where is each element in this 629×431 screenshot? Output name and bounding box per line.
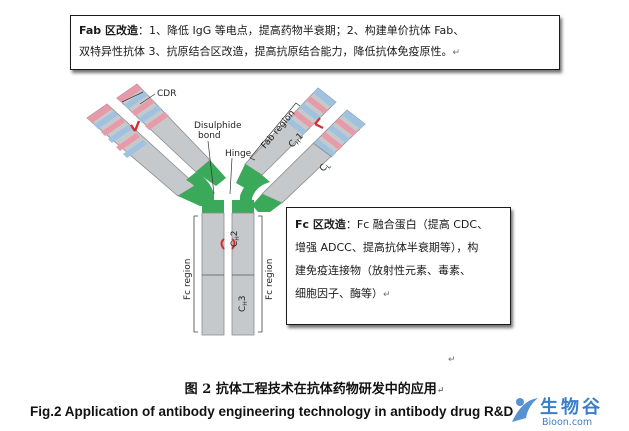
label-ch1: CH1 (287, 131, 306, 150)
fc-paragraph-mark: ↵ (383, 290, 391, 300)
fc-line-4: 细胞因子、酶等）↵ (295, 282, 502, 307)
left-cdr-stripe-5 (116, 133, 140, 151)
left-cdr-stripe-1 (87, 104, 112, 123)
fab-body-2: 双特异性抗体 3、抗原结合区改造，提高抗原结合能力，降低抗体免疫原性。 (79, 45, 453, 58)
right-cdr-stripe-4 (321, 132, 343, 150)
left-cdr-stripe-11 (145, 112, 169, 130)
fc-right-stem (231, 212, 255, 336)
left-cdr-stripe-3 (101, 118, 125, 136)
right-cdr-stripe-10 (285, 117, 307, 135)
label-disulphide-2: bond (198, 131, 221, 141)
label-ch3: CH3 (238, 295, 249, 312)
right-cdr-stripe-2 (335, 118, 357, 136)
left-cdr-stripe-8 (124, 91, 148, 109)
right-cdr-stripe-5 (314, 139, 336, 157)
fc-right-bracket (258, 215, 263, 333)
label-hinge: Hinge (225, 149, 252, 159)
fc-line-3: 建免疫连接物（放射性元素、毒素、 (295, 264, 471, 277)
right-cdr-stripe-7 (306, 96, 328, 114)
fab-region-bracket (249, 102, 301, 161)
leader-lines (121, 91, 301, 195)
right-arm-disulphide (314, 117, 324, 129)
fc-disulphide (220, 238, 236, 250)
fab-line-1: Fab 区改造：1、降低 IgG 等电点，提高药物半衰期；2、构建单价抗体 Fa… (79, 20, 551, 41)
fc-line-1: Fc 区改造：Fc 融合蛋白（提高 CDC、 (295, 213, 502, 236)
label-cdr: CDR (157, 89, 176, 99)
right-arm-divider (312, 142, 333, 158)
fc-left-bracket (193, 215, 198, 333)
right-fab-arm (236, 87, 366, 212)
fab-title: Fab 区改造 (79, 24, 138, 37)
fc-region-brackets (193, 215, 263, 333)
right-hinge-green (252, 194, 282, 212)
fc-left-stem (201, 212, 225, 336)
hinge-region (186, 172, 270, 214)
fc-line-2: 增强 ADCC、提高抗体半衰期等），构 (295, 241, 479, 254)
paragraph-mark: ↵ (448, 355, 456, 365)
fc-title: Fc 区改造 (295, 218, 346, 231)
logo-url: Bioon.com (542, 417, 593, 428)
svg-text:CL: CL (318, 160, 333, 175)
svg-text:CH3: CH3 (238, 295, 249, 312)
fab-body-1: ：1、降低 IgG 等电点，提高药物半衰期；2、构建单价抗体 Fab、 (138, 24, 465, 37)
hinge-left-stem (202, 200, 224, 214)
svg-text:CH2: CH2 (230, 230, 241, 247)
right-cdr-stripe-9 (292, 110, 314, 128)
right-cdr-stripe-1 (342, 110, 365, 129)
figure-caption-chinese: 图 2 抗体工程技术在抗体药物研发中的应用↵ (0, 378, 629, 397)
caption-cn-text: 图 2 抗体工程技术在抗体药物研发中的应用 (184, 382, 437, 397)
label-disulphide-1: Disulphide (194, 121, 242, 131)
svg-text:CH1: CH1 (287, 131, 306, 150)
fc-body-4: 细胞因子、酶等） (295, 287, 383, 300)
cdr-leader (139, 93, 156, 105)
hinge-right-stem (232, 200, 254, 214)
left-cdr-stripe-7 (117, 84, 142, 103)
left-cdr-stripe-2 (94, 111, 118, 129)
figure-caption-english: Fig.2 Application of antibody engineerin… (30, 404, 514, 419)
left-cdr-stripe-4 (108, 125, 132, 143)
right-cdr-stripe-6 (313, 88, 336, 107)
cdr-leader-2 (121, 91, 144, 103)
left-cdr-stripe-10 (138, 105, 162, 123)
fab-paragraph-mark: ↵ (452, 48, 461, 58)
fab-annotation-box: Fab 区改造：1、降低 IgG 等电点，提高药物半衰期；2、构建单价抗体 Fa… (70, 15, 560, 70)
left-cdr-stripe-6 (123, 140, 147, 158)
caption-cn-mark: ↵ (436, 386, 445, 396)
logo-dot (516, 398, 524, 406)
left-arm-disulphide (130, 120, 141, 132)
fc-annotation-box: Fc 区改造：Fc 融合蛋白（提高 CDC、 增强 ADCC、提高抗体半衰期等）… (286, 207, 511, 325)
hinge-leader (229, 157, 233, 195)
right-cdr-stripe-3 (328, 125, 350, 143)
bioon-logo-icon (512, 398, 538, 422)
left-cdr-stripe-9 (131, 98, 155, 116)
fc-stems (201, 212, 255, 336)
left-inner-hinge-green (196, 160, 226, 186)
label-fc-region-right: Fc region (265, 259, 275, 300)
label-cl: CL (318, 160, 333, 175)
right-cdr-stripe-8 (299, 103, 321, 121)
logo-swoosh (512, 398, 538, 422)
label-fc-region-left: Fc region (183, 259, 193, 300)
right-inner-hinge-green (236, 164, 262, 190)
label-ch2: CH2 (230, 230, 241, 247)
disulphide-leader (207, 140, 215, 195)
logo-text: 生物谷 (540, 397, 603, 418)
fc-body-1: ：Fc 融合蛋白（提高 CDC、 (345, 218, 489, 231)
fab-line-2: 双特异性抗体 3、抗原结合区改造，提高抗原结合能力，降低抗体免疫原性。↵ (79, 41, 551, 64)
